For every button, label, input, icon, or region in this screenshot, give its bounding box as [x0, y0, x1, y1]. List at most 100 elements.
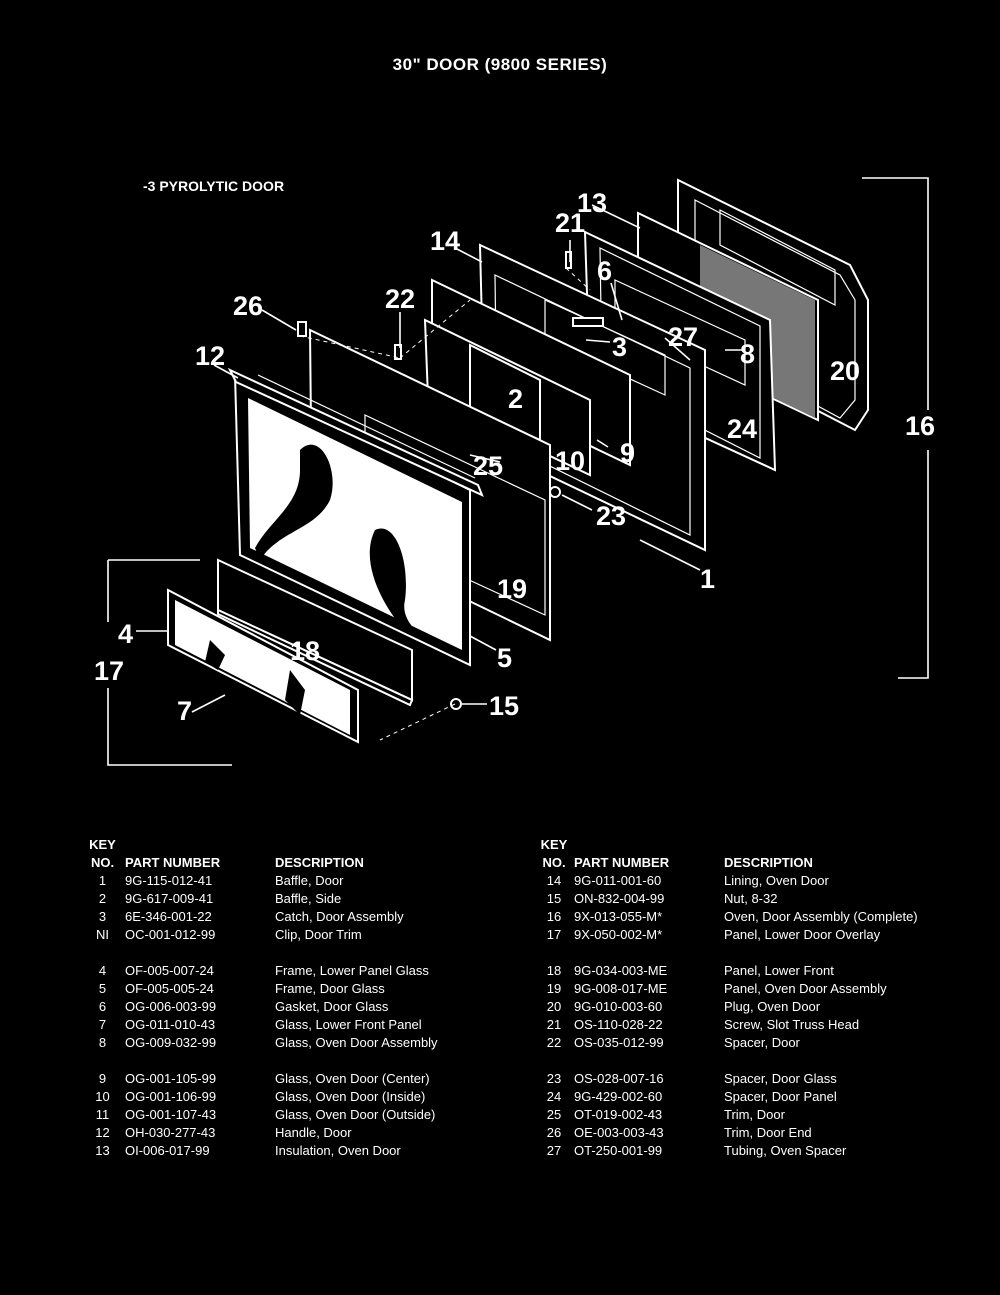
callout-15: 15 — [489, 691, 519, 721]
key-cell: 5 — [98, 981, 107, 996]
description-cell: Glass, Oven Door Assembly — [275, 1035, 438, 1050]
part-door-catch — [572, 317, 604, 327]
part-number-cell: OT-250-001-99 — [574, 1143, 663, 1158]
description-cell: Nut, 8-32 — [724, 891, 778, 906]
callout-1: 1 — [700, 564, 715, 594]
key-cell: 8 — [98, 1035, 107, 1050]
description-cell: Frame, Lower Panel Glass — [275, 963, 429, 978]
description-cell: Trim, Door — [724, 1107, 785, 1122]
part-number-cell: OS-035-012-99 — [574, 1035, 664, 1050]
description-cell: Glass, Lower Front Panel — [275, 1017, 422, 1032]
part-number-cell: OG-001-107-43 — [125, 1107, 217, 1122]
description-cell: Screw, Slot Truss Head — [724, 1017, 860, 1032]
parts-row: 2 9G-617-009-41 Baffle, Side — [80, 890, 505, 908]
description-cell: Glass, Oven Door (Center) — [275, 1071, 430, 1086]
part-number-cell: OF-005-005-24 — [125, 981, 214, 996]
key-cell: 25 — [546, 1107, 562, 1122]
header-key-line2: NO. — [90, 855, 115, 870]
callout-6: 6 — [597, 256, 612, 286]
key-cell: 21 — [546, 1017, 562, 1032]
part-door-trim — [257, 374, 476, 479]
key-cell: 4 — [98, 963, 107, 978]
description-cell: Spacer, Door — [724, 1035, 800, 1050]
key-cell: 9 — [98, 1071, 107, 1086]
key-cell: 18 — [546, 963, 562, 978]
header-key-line1: KEY — [540, 837, 568, 852]
lower-front-glass-pane — [175, 600, 350, 735]
parts-row: 26 OE-003-003-43 Trim, Door End — [534, 1124, 974, 1142]
callout-25: 25 — [473, 451, 503, 481]
key-cell: 6 — [98, 999, 107, 1014]
part-number-cell: ON-832-004-99 — [574, 891, 665, 906]
description-cell: Clip, Door Trim — [275, 927, 362, 942]
part-number-cell: OI-006-017-99 — [125, 1143, 210, 1158]
key-cell: 26 — [546, 1125, 562, 1140]
description-cell: Baffle, Side — [275, 891, 342, 906]
description-cell: Trim, Door End — [724, 1125, 812, 1140]
key-cell: 27 — [546, 1143, 562, 1158]
part-number-cell: OH-030-277-43 — [125, 1125, 216, 1140]
key-cell: 12 — [95, 1125, 110, 1140]
key-cell: 1 — [98, 873, 107, 888]
key-cell: 7 — [98, 1017, 107, 1032]
key-cell: 2 — [98, 891, 107, 906]
callout-8: 8 — [740, 339, 755, 369]
description-cell: Spacer, Door Glass — [724, 1071, 837, 1086]
part-number-cell: 9G-115-012-41 — [125, 873, 213, 888]
callout-14: 14 — [430, 226, 460, 256]
callout-2: 2 — [508, 384, 523, 414]
header-key-line2: NO. — [542, 855, 566, 870]
exploded-door-diagram: 13 21 14 6 26 22 27 3 8 12 20 2 16 24 9 … — [94, 177, 935, 766]
description-cell: Glass, Oven Door (Outside) — [275, 1107, 436, 1122]
description-cell: Insulation, Oven Door — [275, 1143, 401, 1158]
part-number-cell: 9X-050-002-M* — [574, 927, 663, 942]
part-number-cell: OF-005-007-24 — [125, 963, 214, 978]
callout-10: 10 — [555, 446, 585, 476]
part-number-cell: OG-011-010-43 — [125, 1017, 216, 1032]
bracket-17 — [107, 559, 232, 766]
part-number-cell: OG-001-106-99 — [125, 1089, 217, 1104]
callout-22: 22 — [385, 284, 415, 314]
part-number-cell: OE-003-003-43 — [574, 1125, 664, 1140]
part-number-cell: 9G-011-001-60 — [574, 873, 662, 888]
callout-16: 16 — [905, 411, 935, 441]
part-number-cell: 9G-010-003-60 — [574, 999, 663, 1014]
part-number-cell: 9G-617-009-41 — [125, 891, 214, 906]
part-number-cell: OG-006-003-99 — [125, 999, 217, 1014]
callout-19: 19 — [497, 574, 527, 604]
callout-27: 27 — [668, 322, 698, 352]
header-part-number: PART NUMBER — [125, 855, 221, 870]
header-key-line1: KEY — [89, 837, 116, 852]
part-number-cell: OC-001-012-99 — [125, 927, 216, 942]
callout-5: 5 — [497, 643, 512, 673]
part-door-handle — [227, 367, 484, 497]
header-part-number: PART NUMBER — [574, 855, 670, 870]
description-cell: Panel, Lower Door Overlay — [724, 927, 881, 942]
header-description: DESCRIPTION — [724, 855, 813, 870]
callout-3: 3 — [612, 332, 627, 362]
key-cell: 23 — [546, 1071, 562, 1086]
part-door-trim-end — [297, 321, 307, 337]
callout-23: 23 — [596, 501, 626, 531]
page-title: 30" DOOR (9800 SERIES) — [392, 55, 608, 74]
callout-13: 13 — [577, 188, 607, 218]
callout-20: 20 — [830, 356, 860, 386]
part-glass-spacer — [549, 486, 561, 498]
